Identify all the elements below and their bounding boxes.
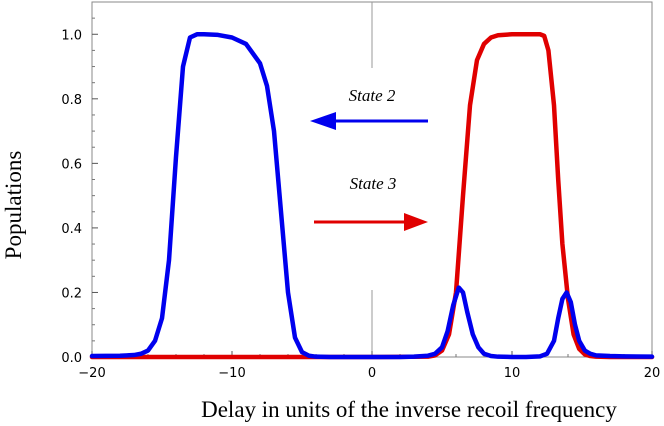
x-tick-label: 20 (644, 366, 661, 381)
y-tick-label: 0.4 (61, 222, 82, 237)
x-tick-label: 10 (504, 366, 521, 381)
y-tick-label: 0.0 (61, 351, 82, 366)
series-line-state-2 (89, 32, 655, 360)
x-tick-label: 0 (368, 366, 376, 381)
series-group (89, 32, 655, 360)
annotation-state-2-arrow (310, 112, 428, 130)
annotation-state-3-arrow (314, 213, 428, 231)
x-tick-label: −10 (218, 366, 245, 381)
annotation-state-2-label: State 2 (349, 86, 396, 105)
y-tick-label: 0.8 (61, 93, 82, 108)
y-axis-title: Populations (1, 151, 26, 260)
x-tick-label: −20 (78, 366, 105, 381)
y-tick-label: 1.0 (61, 28, 82, 43)
y-tick-label: 0.2 (61, 286, 82, 301)
y-tick-label: 0.6 (61, 157, 82, 172)
annotation-state-3-label: State 3 (350, 174, 397, 193)
x-axis-title: Delay in units of the inverse recoil fre… (201, 397, 617, 422)
